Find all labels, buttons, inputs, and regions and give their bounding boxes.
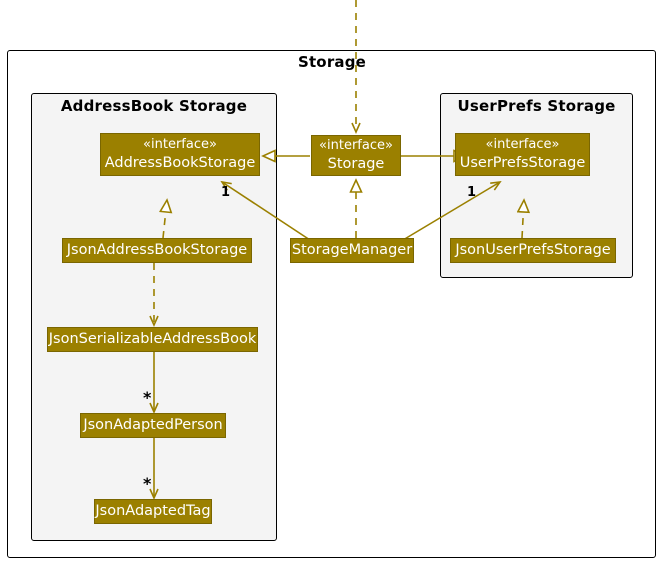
class-addressbookstorage[interactable]: «interface» AddressBookStorage <box>100 133 260 176</box>
class-storage-name: Storage <box>327 156 385 172</box>
class-userprefsstorage[interactable]: «interface» UserPrefsStorage <box>455 133 590 176</box>
package-userprefs-storage-title: UserPrefs Storage <box>457 97 616 115</box>
class-storagemanager[interactable]: StorageManager <box>290 238 414 263</box>
class-jsonuserprefsstorage-name: JsonUserPrefsStorage <box>455 242 611 258</box>
class-jsonaddressbookstorage[interactable]: JsonAddressBookStorage <box>62 238 252 263</box>
package-addressbook-storage-title: AddressBook Storage <box>60 97 248 115</box>
class-storage-stereotype: «interface» <box>319 138 393 153</box>
multiplicity-userprefsstorage-1: 1 <box>467 185 477 200</box>
multiplicity-addressbookstorage-1: 1 <box>221 185 231 200</box>
package-storage-title: Storage <box>297 53 367 71</box>
class-jsonaddressbookstorage-name: JsonAddressBookStorage <box>66 242 248 258</box>
class-jsonadaptedperson[interactable]: JsonAdaptedPerson <box>80 413 226 438</box>
class-jsonserializableaddressbook[interactable]: JsonSerializableAddressBook <box>47 327 258 352</box>
class-jsonadaptedtag-name: JsonAdaptedTag <box>95 503 211 519</box>
class-userprefsstorage-stereotype: «interface» <box>485 137 560 152</box>
class-userprefsstorage-name: UserPrefsStorage <box>459 155 586 171</box>
class-storage[interactable]: «interface» Storage <box>311 135 401 176</box>
class-jsonadaptedtag[interactable]: JsonAdaptedTag <box>94 499 212 524</box>
class-storagemanager-name: StorageManager <box>291 242 413 258</box>
class-addressbookstorage-name: AddressBookStorage <box>104 155 256 171</box>
multiplicity-serializable-to-person: * <box>143 388 152 407</box>
class-jsonserializableaddressbook-name: JsonSerializableAddressBook <box>48 331 257 347</box>
class-addressbookstorage-stereotype: «interface» <box>143 137 217 152</box>
class-jsonuserprefsstorage[interactable]: JsonUserPrefsStorage <box>450 238 616 263</box>
multiplicity-person-to-tag: * <box>143 474 152 493</box>
class-jsonadaptedperson-name: JsonAdaptedPerson <box>83 417 223 433</box>
